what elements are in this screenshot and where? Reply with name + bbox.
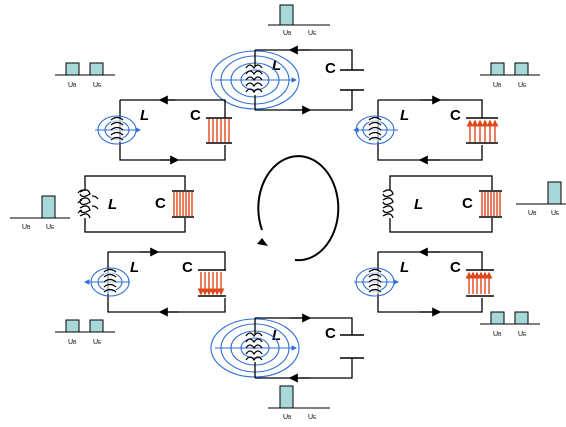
- circuit-top: UB UE C L: [210, 4, 364, 115]
- ue-label-right: U: [551, 210, 556, 217]
- inductor-label-bottom: L: [272, 327, 281, 344]
- ub-label-left: U: [22, 224, 27, 231]
- svg-text:UE: UE: [551, 210, 560, 217]
- energy-bar-UE-right: [547, 181, 562, 205]
- svg-text:UE: UE: [308, 414, 317, 421]
- svg-text:UB: UB: [493, 82, 502, 89]
- ub-label-bottom: U: [283, 414, 288, 421]
- energy-bar-UE-lower-left: [89, 319, 104, 333]
- svg-text:L: L: [140, 107, 149, 124]
- energy-bar-UB-upper-right: [490, 62, 505, 76]
- circuit-lower-left: L C UB UE: [55, 247, 226, 346]
- svg-text:UB: UB: [22, 224, 31, 231]
- svg-text:C: C: [450, 259, 461, 276]
- svg-text:UE: UE: [308, 30, 317, 37]
- energy-bar-UE-lower-right: [514, 311, 529, 325]
- svg-text:UB: UB: [68, 339, 77, 346]
- ue-label-bottom: U: [308, 414, 313, 421]
- inductor-label-right: L: [414, 196, 423, 213]
- svg-text:UB: UB: [283, 30, 292, 37]
- svg-text:UB: UB: [283, 414, 292, 421]
- circuit-left: UB UE L C: [10, 175, 194, 233]
- svg-text:UB: UB: [493, 331, 502, 338]
- energy-bar-UB-top: [279, 4, 294, 26]
- ub-label-right: U: [528, 210, 533, 217]
- energy-bar-UE-upper-right: [514, 62, 529, 76]
- capacitor-label-right: C: [462, 195, 473, 212]
- svg-text:UB: UB: [528, 210, 537, 217]
- svg-text:UE: UE: [46, 224, 55, 231]
- svg-text:UB: UB: [68, 82, 77, 89]
- energy-bar-UE-left: [41, 195, 56, 219]
- energy-bar-UE-upper-left: [89, 62, 104, 76]
- capacitor-label-bottom: C: [325, 325, 336, 342]
- circuit-upper-right: UB UE L C: [352, 62, 540, 165]
- energy-bar-UB-bottom: [279, 385, 294, 409]
- inductor-label-top: L: [272, 57, 281, 74]
- svg-text:C: C: [182, 259, 193, 276]
- energy-bar-UB-upper-left: [65, 62, 80, 76]
- svg-text:L: L: [130, 259, 139, 276]
- energy-bar-UB-lower-left: [65, 319, 80, 333]
- electric-field-right: [479, 190, 502, 218]
- ue-label-left: U: [46, 224, 51, 231]
- circuit-bottom: C L UB UE: [210, 313, 364, 421]
- svg-text:C: C: [450, 107, 461, 124]
- svg-text:UE: UE: [93, 339, 102, 346]
- svg-text:L: L: [400, 259, 409, 276]
- ue-label-top: U: [308, 30, 313, 37]
- svg-text:UE: UE: [518, 331, 527, 338]
- inductor-label-left: L: [108, 196, 117, 213]
- svg-text:C: C: [190, 107, 201, 124]
- electric-field-left: [172, 190, 194, 218]
- svg-text:L: L: [400, 107, 409, 124]
- energy-bar-UB-lower-right: [490, 311, 505, 325]
- svg-text:UE: UE: [93, 82, 102, 89]
- circuit-lower-right: L C UB UE: [354, 247, 540, 338]
- circuit-right: L C UB UE: [382, 175, 566, 233]
- capacitor-label-top: C: [325, 60, 336, 77]
- circuit-upper-left: UB UE L C: [55, 62, 232, 165]
- svg-text:UE: UE: [518, 82, 527, 89]
- capacitor-label-left: C: [155, 195, 166, 212]
- ub-label-top: U: [283, 30, 288, 37]
- circular-arrow-icon: [257, 155, 340, 262]
